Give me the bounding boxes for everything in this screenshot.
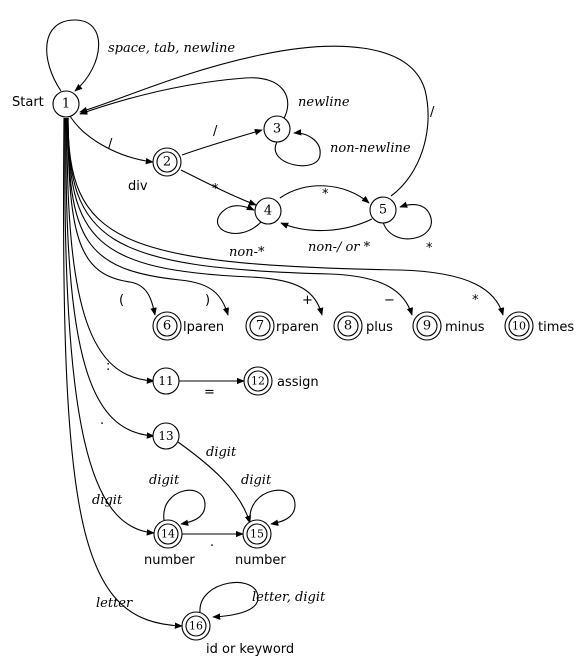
label-1-13: . xyxy=(100,413,104,428)
start-label: Start xyxy=(12,95,44,110)
edge-14-14 xyxy=(163,489,206,526)
edge-3-3 xyxy=(274,129,321,167)
label-3-1: newline xyxy=(298,95,350,110)
svg-text:4: 4 xyxy=(264,204,272,219)
svg-text:14: 14 xyxy=(161,528,175,541)
edge-1-11 xyxy=(66,117,155,384)
svg-text:9: 9 xyxy=(423,319,431,334)
label-2-3: / xyxy=(213,124,218,139)
edges xyxy=(46,19,505,629)
label-1-14: digit xyxy=(92,493,123,508)
state-16: 16 xyxy=(181,611,211,641)
svg-text:8: 8 xyxy=(344,319,352,334)
edge-2-3 xyxy=(181,128,263,156)
label-14-15: . xyxy=(210,535,214,550)
label-5-5: * xyxy=(426,241,433,256)
svg-text:16: 16 xyxy=(189,620,203,633)
state-15: 15 xyxy=(242,519,272,549)
edge-5-4 xyxy=(280,218,373,232)
state-9: 9 xyxy=(412,311,442,341)
edge-1-2 xyxy=(69,115,154,165)
state-13: 13 xyxy=(152,422,180,450)
svg-text:5: 5 xyxy=(379,203,387,218)
state-15-label: number xyxy=(235,553,286,568)
edge-1-7 xyxy=(67,117,229,316)
state-3: 3 xyxy=(263,115,291,143)
edge-13-15 xyxy=(177,441,251,524)
edge-3-1 xyxy=(79,77,289,121)
svg-text:13: 13 xyxy=(158,429,173,443)
edge-2-4 xyxy=(180,169,257,206)
svg-text:1: 1 xyxy=(62,97,70,112)
svg-text:15: 15 xyxy=(250,528,264,541)
label-5-1: / xyxy=(430,105,435,120)
edge-1-1 xyxy=(46,19,100,92)
label-1-2: / xyxy=(108,137,113,152)
label-4-5: * xyxy=(322,187,329,202)
label-1-16: letter xyxy=(96,596,133,611)
edge-5-1 xyxy=(79,45,429,197)
label-1-7: ) xyxy=(205,293,210,308)
edge-1-9 xyxy=(67,117,413,316)
label-15-15: digit xyxy=(241,473,272,488)
edge-1-13 xyxy=(65,117,155,439)
label-1-6: ( xyxy=(119,293,124,308)
edge-1-14 xyxy=(64,117,155,536)
state-14-label: number xyxy=(144,553,195,568)
state-6: 6 xyxy=(152,311,182,341)
state-10-label: times xyxy=(538,320,574,335)
state-16-label: id or keyword xyxy=(206,642,294,657)
states: Start 1 2 div 3 4 5 6 lparen 7 rparen 8 … xyxy=(12,90,574,657)
state-8-label: plus xyxy=(366,320,393,335)
state-10: 10 xyxy=(504,311,534,341)
edge-1-16 xyxy=(62,117,183,629)
state-1: 1 xyxy=(52,90,80,118)
label-1-11: : xyxy=(106,359,110,374)
label-4-4: non-* xyxy=(229,245,265,260)
svg-text:12: 12 xyxy=(251,375,265,388)
state-7-label: rparen xyxy=(276,320,319,335)
label-2-4: * xyxy=(212,182,219,197)
label-1-10: * xyxy=(472,293,479,308)
svg-text:7: 7 xyxy=(256,319,264,334)
label-16-16: letter, digit xyxy=(252,590,326,605)
state-11: 11 xyxy=(152,367,180,395)
edge-5-5 xyxy=(382,201,432,240)
label-3-3: non-newline xyxy=(330,141,411,156)
label-14-14: digit xyxy=(149,473,180,488)
svg-text:3: 3 xyxy=(273,122,281,137)
label-1-8: + xyxy=(302,293,313,308)
state-5: 5 xyxy=(369,196,397,224)
label-13-15: digit xyxy=(206,445,237,460)
edge-16-16 xyxy=(199,582,259,620)
label-1-9: − xyxy=(384,293,395,308)
state-8: 8 xyxy=(333,311,363,341)
edge-15-15 xyxy=(249,489,296,526)
state-2-label: div xyxy=(128,179,148,194)
label-1-1: space, tab, newline xyxy=(108,41,235,56)
state-4: 4 xyxy=(254,197,282,225)
state-2: 2 xyxy=(152,147,182,177)
state-12-label: assign xyxy=(277,375,319,390)
edge-1-8 xyxy=(67,117,324,316)
edge-1-6 xyxy=(67,117,157,316)
edge-labels: space, tab, newline newline / / / * non-… xyxy=(92,41,479,611)
svg-text:10: 10 xyxy=(512,320,526,333)
edge-1-10 xyxy=(67,117,505,316)
state-9-label: minus xyxy=(445,320,485,335)
state-6-label: lparen xyxy=(183,320,224,335)
svg-text:11: 11 xyxy=(158,374,173,388)
state-12: 12 xyxy=(243,366,273,396)
edge-4-4 xyxy=(216,204,263,234)
svg-text:2: 2 xyxy=(163,155,171,170)
label-11-12: = xyxy=(204,385,215,400)
state-7: 7 xyxy=(245,311,275,341)
label-5-4: non-/ or * xyxy=(308,240,371,255)
svg-text:6: 6 xyxy=(163,319,171,334)
state-14: 14 xyxy=(153,519,183,549)
edge-4-5 xyxy=(279,185,370,204)
